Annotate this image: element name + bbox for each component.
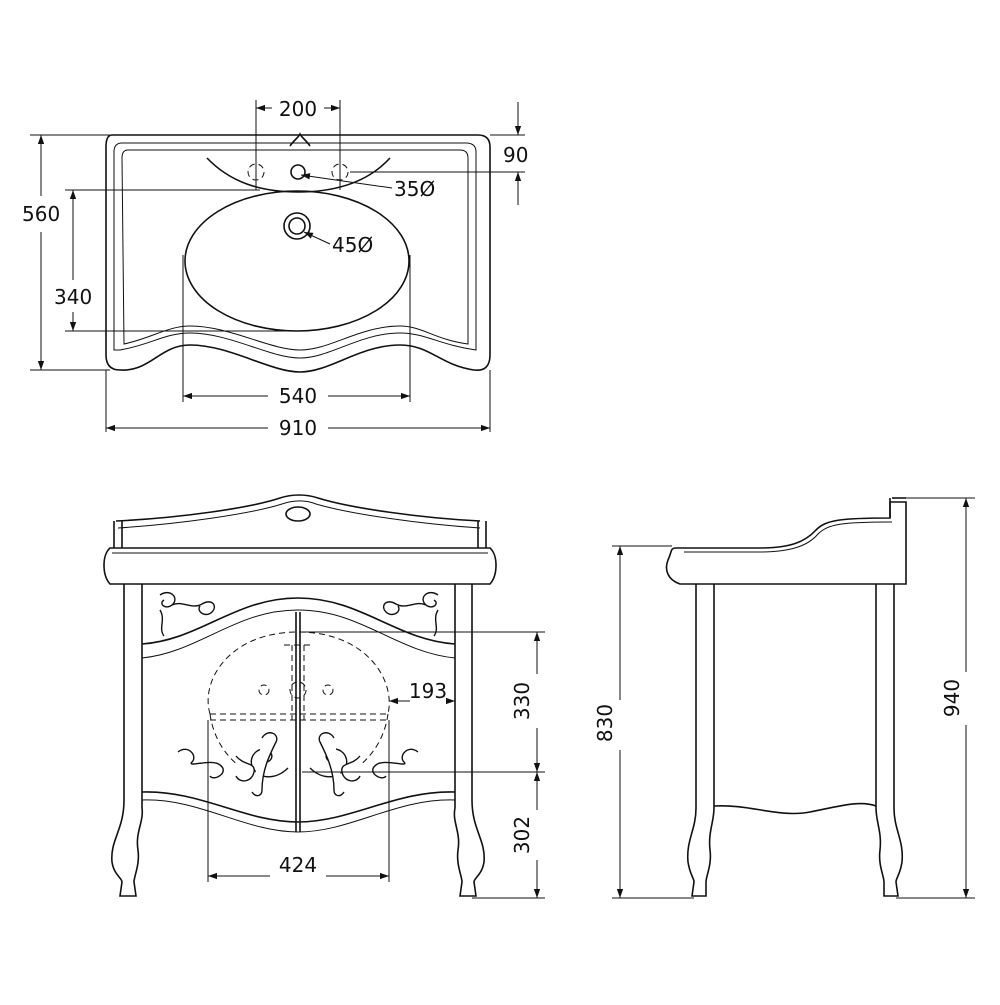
dim-35-label: 35Ø [394, 177, 435, 201]
dim-424-label: 424 [279, 853, 317, 877]
dim-200-label: 200 [279, 97, 317, 121]
overflow-mark [289, 132, 311, 147]
basin-rim [113, 142, 477, 359]
dim-90-label: 90 [503, 143, 528, 167]
side-basin-top [665, 501, 907, 585]
bowl [184, 190, 410, 332]
drain-hole-outer [283, 212, 311, 240]
side-right-leg [875, 807, 904, 897]
front-basin-lip [103, 547, 497, 585]
top-view: 200 90 35Ø 45Ø 560 340 540 910 [22, 97, 528, 440]
dim-830-label: 830 [593, 704, 617, 742]
side-stretcher [713, 802, 877, 815]
dim-940-label: 940 [940, 679, 964, 717]
dim-340-label: 340 [54, 285, 92, 309]
dim-910-label: 910 [279, 416, 317, 440]
tap-deck-curve [206, 157, 391, 193]
front-view: 193 330 302 424 [103, 494, 545, 899]
ornament-top-left [159, 591, 216, 637]
dim-193-label: 193 [409, 679, 447, 703]
front-right-leg [453, 584, 485, 897]
front-left-leg [111, 584, 144, 897]
side-left-leg [686, 807, 715, 897]
door-top-arch-inner [141, 609, 456, 659]
ornament-door-left [177, 732, 289, 797]
basin-rim-inner [121, 149, 469, 351]
door-bottom-arch [141, 791, 456, 823]
dim-330-label: 330 [510, 682, 534, 720]
ornament-door-right [309, 732, 419, 797]
front-overflow [285, 506, 311, 522]
dim-540-label: 540 [279, 384, 317, 408]
dim-45-label: 45Ø [332, 233, 373, 257]
dim-302-label: 302 [510, 816, 534, 854]
front-basin-back-inner [117, 500, 481, 529]
hidden-bowl [207, 631, 390, 715]
tap-hole-center [290, 164, 306, 180]
basin-outline [105, 134, 491, 373]
door-bottom-arch-inner [141, 799, 456, 833]
drain-hole-inner [288, 217, 306, 235]
side-view: 830 940 [593, 497, 975, 899]
ornament-top-right [382, 591, 439, 637]
dim-560-label: 560 [22, 202, 60, 226]
front-basin-back [115, 494, 481, 522]
